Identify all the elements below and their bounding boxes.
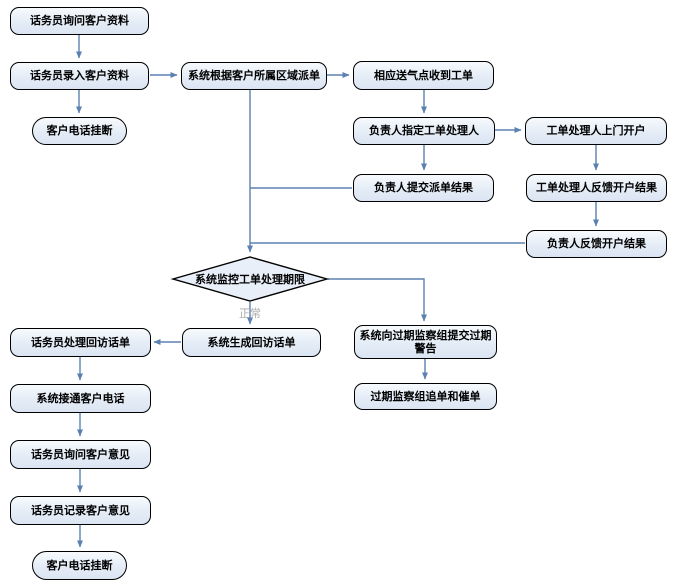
node-generate-callback-sheet: 系统生成回访话单: [182, 328, 321, 357]
edge-label-normal: 正常: [239, 307, 261, 320]
decision-monitor-order-deadline: 系统监控工单处理期限: [195, 273, 305, 286]
node-dispatch-by-region: 系统根据客户所属区域派单: [181, 62, 327, 90]
node-overdue-warning: 系统向过期监察组提交过期警告: [354, 325, 497, 359]
node-leader-feedback-result: 负责人反馈开户结果: [526, 230, 667, 258]
node-ask-customer-info: 话务员询问客户资料: [10, 7, 149, 35]
node-handle-callback-sheet: 话务员处理回访话单: [10, 328, 151, 357]
edge-decision-overdue: [328, 278, 427, 322]
decision-diamond-shape: [170, 256, 330, 302]
node-gas-point-receives-order: 相应送气点收到工单: [353, 61, 494, 90]
node-connect-customer-phone: 系统接通客户电话: [10, 384, 151, 413]
node-submit-dispatch-result: 负责人提交派单结果: [353, 174, 494, 202]
node-enter-customer-info: 话务员录入客户资料: [10, 62, 149, 90]
node-hangup-after-callback: 客户电话挂断: [32, 551, 127, 580]
node-record-customer-opinion: 话务员记录客户意见: [10, 496, 151, 525]
node-overdue-chasing: 过期监察组追单和催单: [354, 383, 497, 410]
node-handler-feedback-result: 工单处理人反馈开户结果: [526, 174, 667, 202]
node-assign-order-handler: 负责人指定工单处理人: [353, 117, 495, 145]
node-hangup-after-entry: 客户电话挂断: [32, 117, 127, 145]
node-ask-customer-opinion: 话务员询问客户意见: [10, 440, 151, 469]
node-handler-onsite-account: 工单处理人上门开户: [525, 117, 667, 145]
